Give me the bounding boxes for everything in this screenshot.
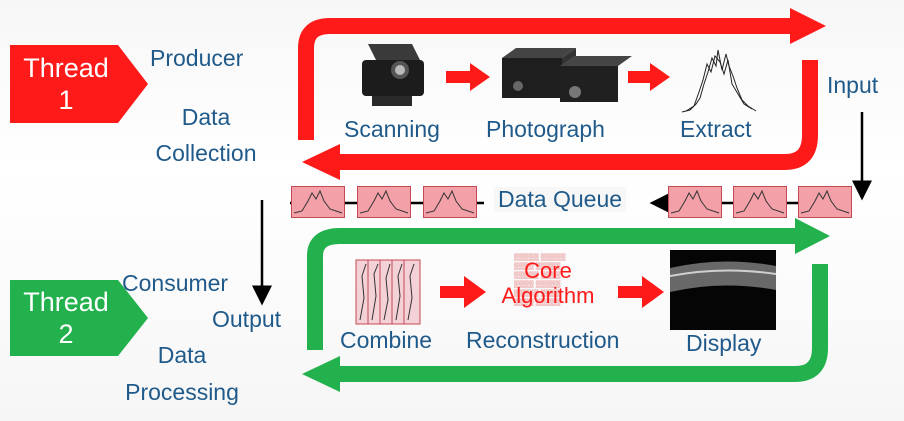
scanner-image — [362, 44, 424, 106]
output-label: Output — [212, 306, 282, 332]
producer-label: Producer — [150, 45, 244, 71]
step-reconstruction-label: Reconstruction — [466, 327, 620, 353]
thread1-arrow-shape — [10, 45, 148, 123]
step-arrow-2 — [628, 63, 670, 91]
step-photograph-label: Photograph — [486, 116, 605, 142]
thread2-arrow-shape — [10, 280, 148, 356]
data-queue-label: Data Queue — [494, 186, 627, 213]
queue-item — [668, 186, 722, 218]
step-arrow-3 — [440, 276, 486, 308]
step-scanning-label: Scanning — [344, 116, 440, 142]
queue-item — [291, 186, 345, 218]
red-loop-top-head — [790, 8, 826, 44]
input-label: Input — [827, 72, 879, 98]
queue-item — [423, 186, 477, 218]
step-arrow-4 — [618, 276, 664, 308]
thread1-label: Thread 1 — [23, 53, 109, 116]
queue-item — [798, 186, 852, 218]
combine-image — [355, 259, 421, 325]
display-image — [669, 250, 777, 330]
green-loop-right — [340, 264, 828, 382]
red-loop-bottom-head — [302, 144, 340, 180]
thread2-label: Thread 2 — [23, 287, 109, 350]
step-display-label: Display — [686, 330, 762, 356]
data-collection-label: Data Collection — [155, 104, 257, 166]
red-loop-top — [298, 18, 792, 140]
green-loop-bottom-head — [302, 356, 340, 392]
red-loop-right — [340, 60, 818, 170]
queue-item — [733, 186, 787, 218]
extract-spectrum-image — [681, 49, 757, 113]
core-algorithm-label: Core Algorithm — [501, 258, 595, 309]
camera-image — [502, 48, 632, 102]
data-processing-label: Data Processing — [125, 342, 239, 405]
step-extract-label: Extract — [680, 116, 752, 142]
step-arrow-1 — [446, 63, 490, 91]
algorithm-code-decoration: ▒▒▒▒▒ ▒▒▒▒▒▒▒▒▒ ▒▒▒▒▒▒▒▒▒▒ ▒▒▒▒▒▒▒▒ ▒▒▒▒… — [514, 254, 566, 306]
green-loop-top — [307, 228, 795, 350]
queue-item — [357, 186, 411, 218]
step-combine-label: Combine — [340, 327, 433, 353]
consumer-label: Consumer — [122, 270, 229, 296]
green-loop-top-head — [795, 218, 830, 254]
